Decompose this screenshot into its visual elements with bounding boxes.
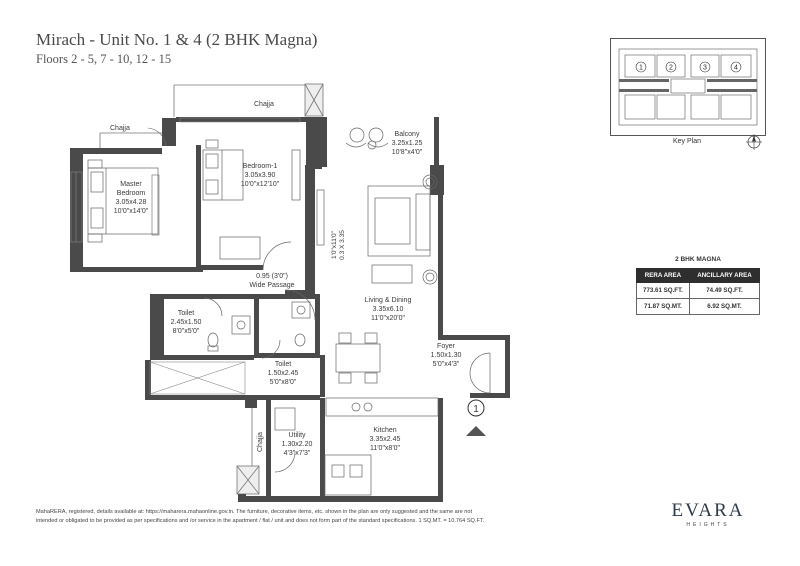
kitchen-dim-m: 3.35x2.45 [370, 436, 401, 443]
ancillary-sqft: 74.49 SQ.FT. [688, 282, 761, 299]
chajja-left [99, 132, 168, 148]
balcony-furniture [345, 127, 389, 150]
master-name1: Master [120, 181, 142, 188]
unit-marker-number: 1 [473, 404, 479, 415]
area-table-grid: RERA AREA ANCILLARY AREA 773.61 SQ.FT. 7… [636, 268, 761, 315]
header-rera-area: RERA AREA [636, 268, 690, 283]
key-plan-label: Key Plan [672, 138, 702, 145]
area-table-title: 2 BHK MAGNA [675, 256, 721, 263]
chajja-top [173, 83, 324, 117]
keyplan-unit-4: 4 [734, 65, 738, 72]
bedroom1-dim-ft: 10'0"x12'10" [241, 181, 280, 188]
walls [70, 117, 510, 502]
toilet2-dim-m: 1.50x2.45 [268, 370, 299, 377]
master-wardrobe [147, 127, 167, 236]
living-dim-m: 3.35x6.10 [373, 306, 404, 313]
balcony-dim-m: 3.25x1.25 [392, 140, 423, 147]
balcony-name: Balcony [395, 131, 420, 138]
wall-dim-line1: 0.3 X 3.35 [339, 230, 346, 260]
ancillary-sqmt: 6.92 SQ.MT. [688, 298, 761, 315]
living-dim-ft: 11'0"x20'0" [371, 315, 405, 322]
foyer-dim-m: 1.50x1.30 [431, 352, 462, 359]
windows [70, 117, 301, 395]
kitchen-fixtures [274, 397, 439, 496]
keyplan-unit-3: 3 [703, 65, 707, 72]
toilet1-dim-ft: 8'0"x5'0" [173, 328, 200, 335]
rera-sqmt: 71.87 SQ.MT. [636, 298, 690, 315]
toilet1-dim-m: 2.45x1.50 [171, 319, 202, 326]
floors-subtitle: Floors 2 - 5, 7 - 10, 12 - 15 [36, 52, 172, 66]
master-bed [87, 159, 159, 243]
toilet2-dim-ft: 5'0"x8'0" [270, 379, 297, 386]
brand-logo: EVARA HEIGHTS [668, 500, 748, 528]
chajja-top-label: Chajja [254, 101, 274, 108]
kitchen-name: Kitchen [373, 427, 396, 434]
disclaimer-line-1: MahaRERA, registered, details available … [36, 509, 473, 515]
wall-dim-line2: 1'0"x11'0" [331, 230, 338, 259]
toilet1-name: Toilet [178, 310, 194, 317]
table-row: 71.87 SQ.MT. 6.92 SQ.MT. [636, 298, 761, 315]
brand-name: EVARA [671, 500, 745, 521]
foyer-name: Foyer [437, 343, 456, 350]
bedroom1-dim-m: 3.05x3.90 [245, 172, 276, 179]
area-table: 2 BHK MAGNA RERA AREA ANCILLARY AREA 773… [636, 256, 761, 315]
table-row: 773.61 SQ.FT. 74.49 SQ.FT. [636, 282, 761, 299]
bedroom1-name: Bedroom-1 [243, 163, 278, 170]
master-name2: Bedroom [117, 190, 146, 197]
unit-marker: 1 [466, 399, 486, 436]
disclaimer: MahaRERA, registered, details available … [36, 508, 596, 526]
chajja-left-label: Chajja [110, 125, 130, 132]
keyplan-unit-2: 2 [669, 65, 673, 72]
brand-sub: HEIGHTS [686, 522, 730, 528]
living-furniture [284, 174, 491, 394]
toilet2-name: Toilet [275, 361, 291, 368]
header-ancillary-area: ANCILLARY AREA [688, 268, 761, 283]
key-plan-diagram: 1 2 3 4 [618, 48, 758, 126]
bedroom1-bed [202, 139, 301, 271]
chajja-bottom-label: Chajja [257, 432, 264, 452]
living-name: Living & Dining [365, 297, 412, 304]
balcony-dim-ft: 10'8"x4'0" [392, 149, 423, 156]
plan-title: Mirach - Unit No. 1 & 4 (2 BHK Magna) [36, 30, 318, 49]
toilet-fixtures [203, 297, 311, 359]
chajja-bottom [236, 402, 260, 495]
utility-dim-ft: 4'3"x7'3" [284, 450, 311, 457]
master-dim-ft: 10'0"x14'0" [114, 208, 149, 215]
kitchen-dim-ft: 11'0"x8'0" [370, 445, 401, 452]
entry-arrow-icon [466, 426, 486, 436]
foyer-dim-ft: 5'0"x4'3" [433, 361, 460, 368]
rera-sqft: 773.61 SQ.FT. [636, 282, 690, 299]
utility-dim-m: 1.30x2.20 [282, 441, 313, 448]
keyplan-unit-1: 1 [639, 65, 643, 72]
passage-dim: 0.95 (3'0") [256, 273, 288, 280]
disclaimer-line-2: intended or obligated to be provided as … [36, 518, 485, 524]
north-compass-icon [746, 134, 762, 150]
utility-name: Utility [288, 432, 306, 439]
passage-name: Wide Passage [249, 282, 294, 289]
master-dim-m: 3.05x4.28 [116, 199, 147, 206]
key-plan: 1 2 3 4 [610, 38, 766, 136]
